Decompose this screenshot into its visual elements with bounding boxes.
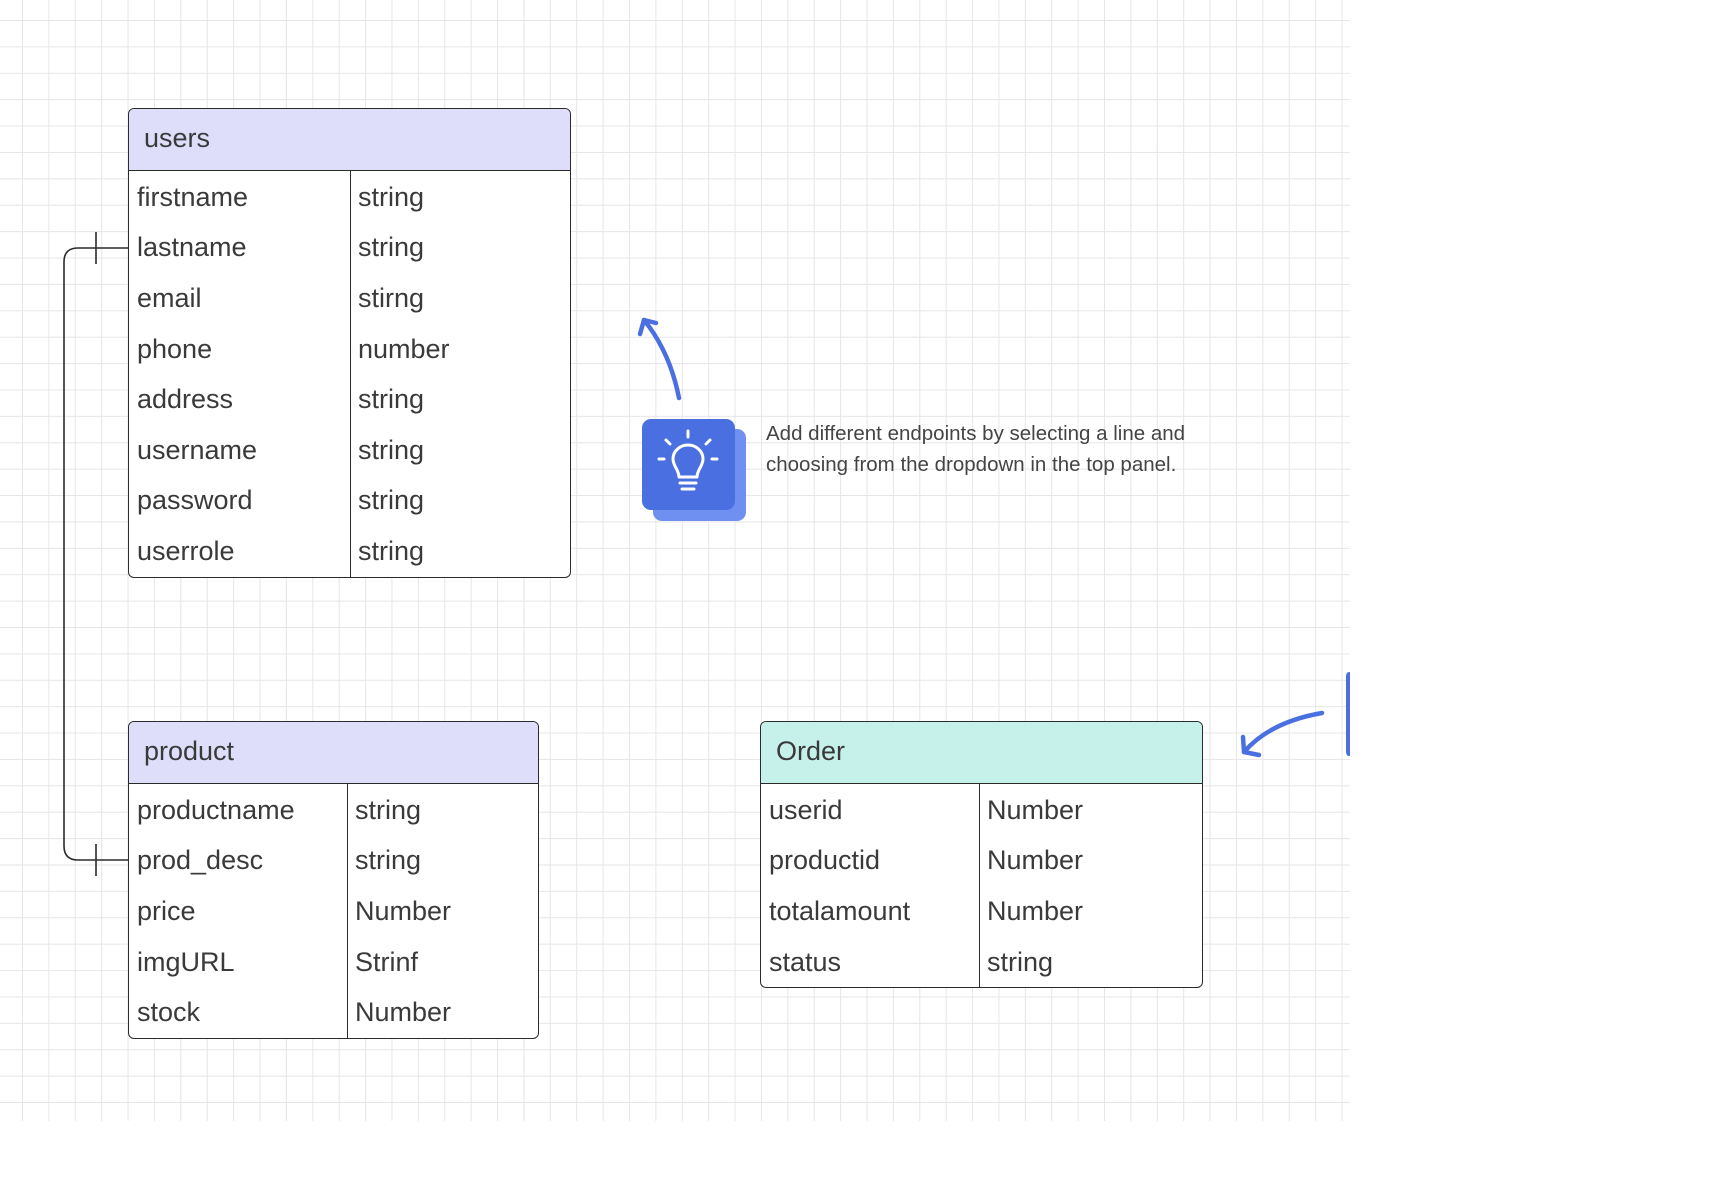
field-name[interactable]: phone	[137, 333, 213, 364]
field-type[interactable]: string	[358, 232, 425, 263]
field-type[interactable]: string	[358, 434, 425, 465]
field-name[interactable]: lastname	[137, 232, 247, 263]
field-type[interactable]: string	[355, 845, 422, 876]
order-row[interactable]: productid Number	[761, 836, 1202, 887]
field-type[interactable]: Number	[987, 794, 1084, 825]
product-row[interactable]: productname string	[129, 785, 538, 836]
product-row[interactable]: stock Number	[129, 987, 538, 1038]
users-row[interactable]: username string	[129, 425, 570, 476]
field-type[interactable]: number	[358, 333, 450, 364]
product-table-header[interactable]: product	[129, 722, 538, 784]
field-type[interactable]: string	[355, 794, 422, 825]
field-type[interactable]: Strinf	[355, 946, 419, 977]
field-type[interactable]: Number	[987, 895, 1084, 926]
tip-text: Add different endpoints by selecting a l…	[766, 422, 1186, 476]
field-type[interactable]: stirng	[358, 282, 425, 313]
field-name[interactable]: address	[137, 384, 234, 415]
field-name[interactable]: firstname	[137, 181, 249, 212]
diagram-canvas[interactable]: users firstname string lastname string email…	[0, 0, 1350, 1121]
lightbulb-icon	[642, 419, 746, 521]
tip-arrow-left	[1241, 710, 1325, 755]
lightbulb-tip-button[interactable]	[642, 419, 746, 521]
field-name[interactable]: status	[769, 946, 842, 977]
field-name[interactable]: userid	[769, 794, 843, 825]
order-row[interactable]: totalamount Number	[761, 886, 1202, 937]
tip-arrow-up-head	[637, 317, 659, 337]
field-type[interactable]: string	[358, 485, 425, 516]
users-row[interactable]: userrole string	[129, 526, 570, 577]
offscreen-tip-icon-edge	[1346, 672, 1350, 756]
field-type[interactable]: Number	[355, 997, 452, 1028]
column-divider	[347, 784, 348, 1038]
field-name[interactable]: totalamount	[769, 895, 911, 926]
users-row[interactable]: password string	[129, 476, 570, 527]
users-row[interactable]: firstname string	[129, 172, 570, 223]
users-row[interactable]: email stirng	[129, 273, 570, 324]
field-type[interactable]: Number	[355, 895, 452, 926]
product-row[interactable]: imgURL Strinf	[129, 937, 538, 988]
field-type[interactable]: string	[358, 535, 425, 566]
product-row[interactable]: prod_desc string	[129, 836, 538, 887]
tip-arrow-up	[641, 317, 682, 401]
field-name[interactable]: email	[137, 282, 202, 313]
product-table[interactable]: product productname string prod_desc string…	[128, 721, 539, 1039]
order-row[interactable]: status string	[761, 937, 1202, 988]
field-name[interactable]: userrole	[137, 535, 235, 566]
field-name[interactable]: imgURL	[137, 946, 235, 977]
order-row[interactable]: userid Number	[761, 785, 1202, 836]
product-row[interactable]: price Number	[129, 886, 538, 937]
field-type[interactable]: string	[987, 946, 1054, 977]
users-table[interactable]: users firstname string lastname string email…	[128, 108, 571, 578]
field-name[interactable]: prod_desc	[137, 845, 264, 876]
field-type[interactable]: string	[358, 384, 425, 415]
field-type[interactable]: string	[358, 181, 425, 212]
field-name[interactable]: username	[137, 434, 258, 465]
relationship-connector[interactable]	[63, 247, 128, 861]
field-name[interactable]: password	[137, 485, 253, 516]
field-name[interactable]: stock	[137, 997, 201, 1028]
column-divider	[350, 171, 351, 577]
order-table-header[interactable]: Order	[761, 722, 1202, 784]
users-row[interactable]: address string	[129, 374, 570, 425]
field-name[interactable]: productname	[137, 794, 295, 825]
tip-arrow-left-head	[1240, 734, 1262, 758]
column-divider	[979, 784, 980, 988]
users-table-body: firstname string lastname string email stirng…	[129, 171, 570, 577]
users-row[interactable]: phone number	[129, 324, 570, 375]
users-row[interactable]: lastname string	[129, 223, 570, 274]
field-name[interactable]: price	[137, 895, 196, 926]
users-table-header[interactable]: users	[129, 109, 570, 171]
field-name[interactable]: productid	[769, 845, 881, 876]
field-type[interactable]: Number	[987, 845, 1084, 876]
